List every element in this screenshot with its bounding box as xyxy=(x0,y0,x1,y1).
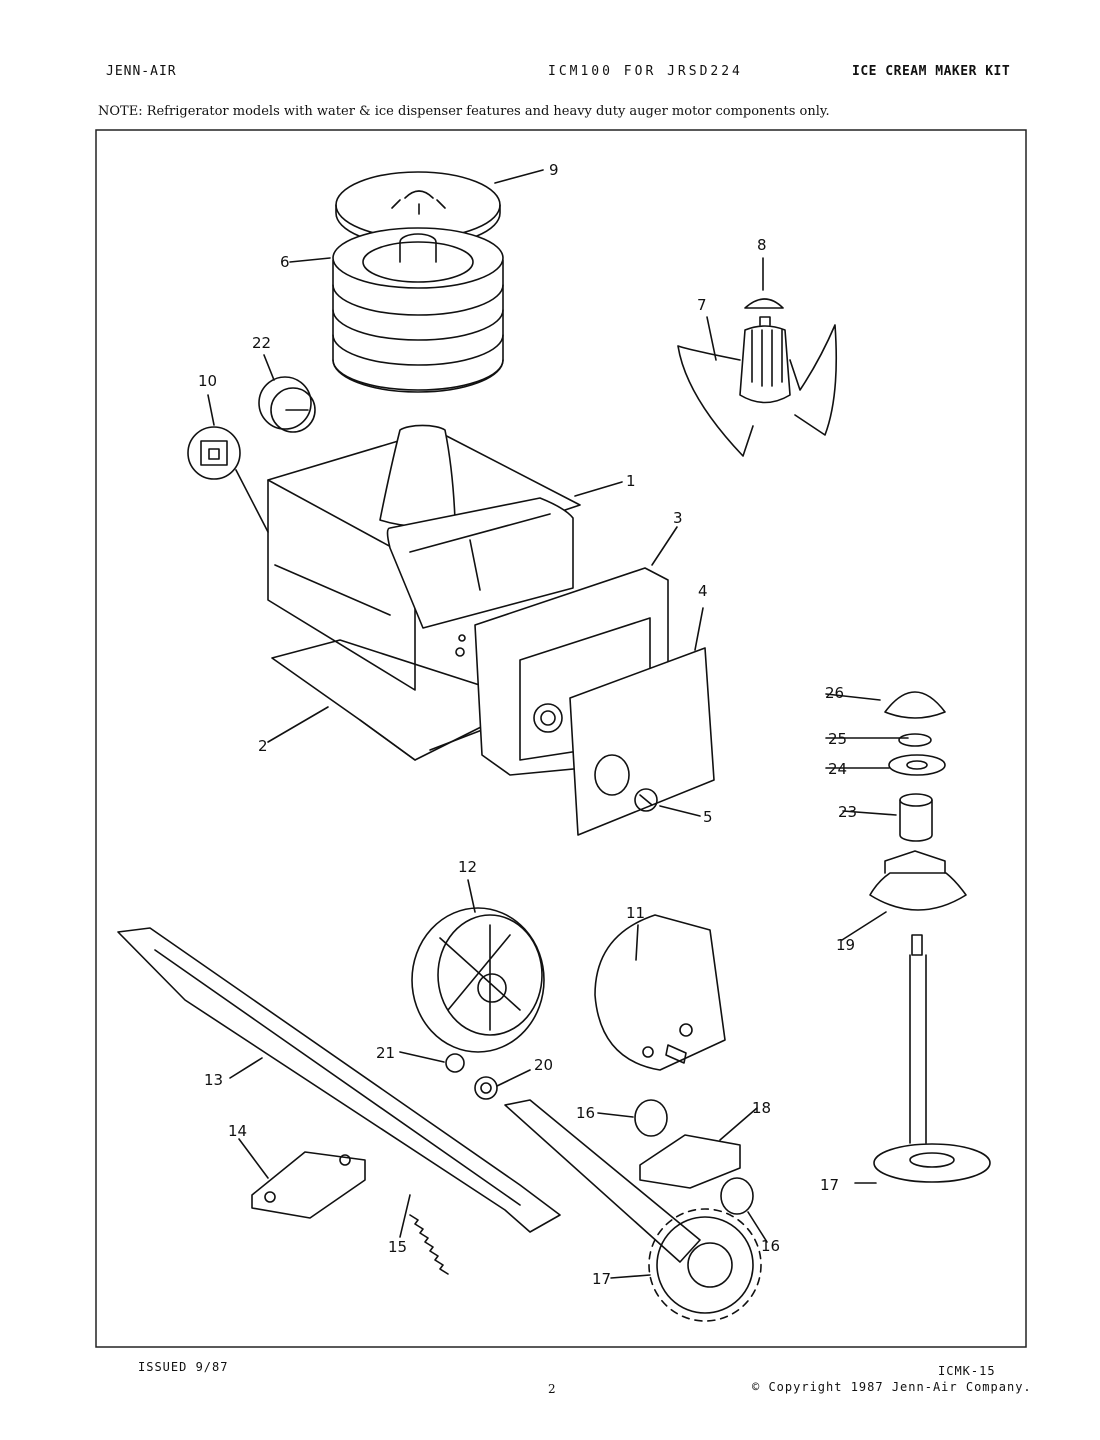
callout-17a: 17 xyxy=(820,1176,839,1194)
callout-26: 21 xyxy=(376,1044,395,1062)
part-shaft-gear-right xyxy=(873,934,991,1183)
callout-9: 9 xyxy=(549,161,559,179)
part-stack-right xyxy=(869,691,967,911)
part-bracket xyxy=(251,1151,366,1219)
callout-5: 5 xyxy=(703,808,713,826)
diagram-frame xyxy=(95,129,1027,1348)
callout-2: 2 xyxy=(258,737,268,755)
callout-4: 4 xyxy=(698,582,708,600)
callout-25: 20 xyxy=(534,1056,553,1074)
document-id: ICMK-15 xyxy=(938,1364,996,1378)
kit-title: ICE CREAM MAKER KIT xyxy=(852,64,1011,79)
model-number: ICM100 FOR JRSD224 xyxy=(548,64,743,79)
part-dasher xyxy=(677,298,838,457)
callout-1: 1 xyxy=(626,472,636,490)
callout-16a: 16 xyxy=(576,1104,595,1122)
part-small-knob xyxy=(634,788,658,812)
callout-21: 24 xyxy=(828,760,847,778)
part-auger-blade xyxy=(117,927,561,1233)
part-base-plate xyxy=(271,639,496,761)
callout-10: 10 xyxy=(198,372,217,390)
part-drive-wheel xyxy=(411,907,545,1053)
callout-24: 22 xyxy=(252,334,271,352)
part-drive-shaft xyxy=(504,1099,701,1263)
part-cover-plate xyxy=(569,647,715,836)
callout-8: 8 xyxy=(757,236,767,254)
callout-labels: 9 6 8 7 22 10 1 3 4 2 5 26 25 24 23 19 1… xyxy=(198,161,857,1288)
issued-date: ISSUED 9/87 xyxy=(138,1360,229,1374)
copyright-text: © Copyright 1987 Jenn-Air Company. xyxy=(752,1380,1032,1394)
part-bearing-b xyxy=(720,1177,754,1215)
part-canister xyxy=(332,227,504,393)
callout-17b: 17 xyxy=(592,1270,611,1288)
callout-19: 19 xyxy=(836,936,855,954)
leader-lines xyxy=(207,169,909,1279)
part-bearing-a xyxy=(634,1099,668,1137)
brand-name: JENN-AIR xyxy=(106,64,177,79)
part-spring xyxy=(409,1214,449,1275)
part-bearing-bracket xyxy=(639,1134,741,1189)
callout-14: 14 xyxy=(228,1122,247,1140)
part-bevel-gear xyxy=(648,1208,762,1322)
callout-20: 23 xyxy=(838,803,857,821)
callout-16b: 16 xyxy=(761,1237,780,1255)
callout-7: 7 xyxy=(697,296,707,314)
part-nut xyxy=(445,1053,465,1073)
part-lid xyxy=(335,171,501,247)
callout-12: 12 xyxy=(458,858,477,876)
callout-15: 15 xyxy=(388,1238,407,1256)
part-motor xyxy=(594,914,726,1071)
part-washer xyxy=(474,1076,498,1100)
callout-6: 6 xyxy=(280,253,290,271)
callout-3: 3 xyxy=(673,509,683,527)
part-knob xyxy=(258,376,316,433)
callout-13: 13 xyxy=(204,1071,223,1089)
part-motor-housing xyxy=(267,424,581,691)
note-text: NOTE: Refrigerator models with water & i… xyxy=(98,104,830,119)
callout-22: 25 xyxy=(828,730,847,748)
part-switch xyxy=(187,426,269,533)
callout-23: 26 xyxy=(825,684,844,702)
page-number: 2 xyxy=(548,1382,557,1396)
callout-11: 11 xyxy=(626,904,645,922)
callout-18: 18 xyxy=(752,1099,771,1117)
